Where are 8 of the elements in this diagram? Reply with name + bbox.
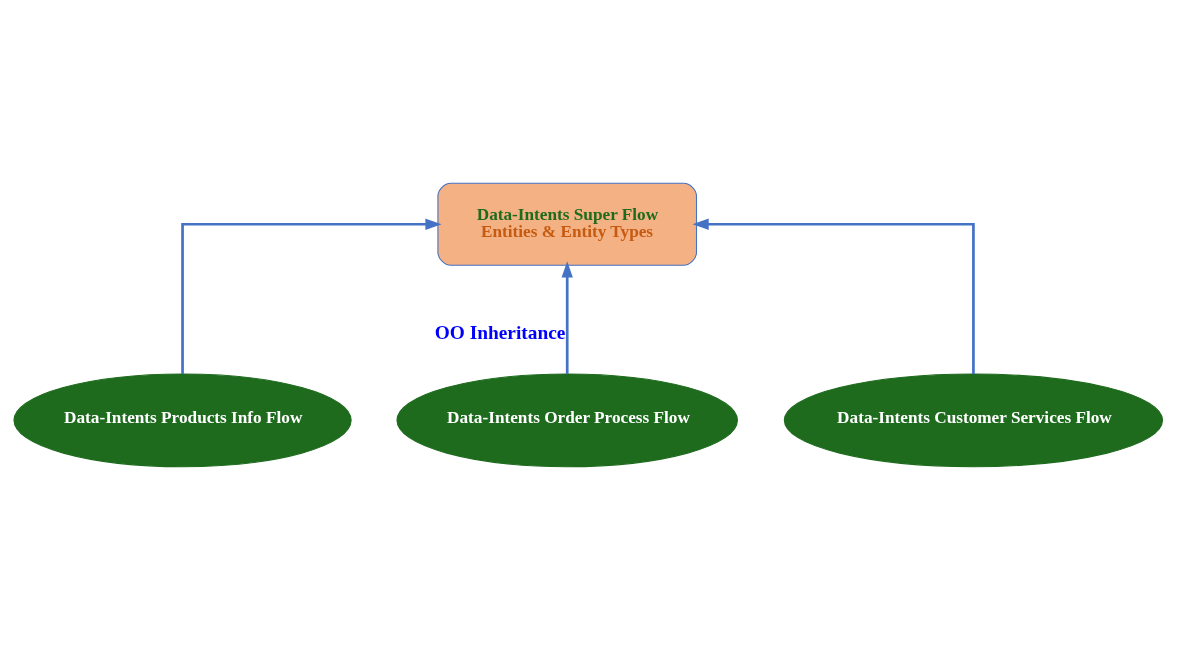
node-ellipse: Data-Intents Products Info Flow <box>13 373 352 467</box>
arrow <box>181 218 442 374</box>
edge-label: OO Inheritance <box>434 321 566 343</box>
node-ellipse: Data-Intents Order Process Flow <box>396 373 738 467</box>
node-ellipse: Data-Intents Customer Services Flow <box>783 373 1164 467</box>
arrow <box>692 218 975 374</box>
node-box: Data-Intents Super Flow Entities & Entity Types <box>437 182 698 266</box>
arrow <box>561 260 573 374</box>
